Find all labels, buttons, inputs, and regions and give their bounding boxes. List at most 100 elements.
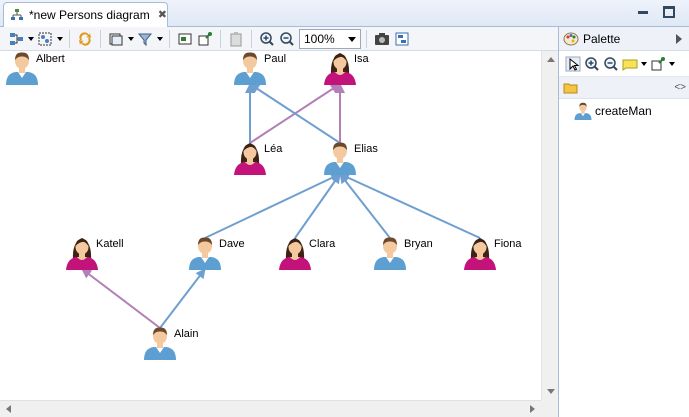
toolbar-separator [100,29,101,48]
arrange-dropdown-arrow[interactable] [26,29,35,49]
folder-icon [563,83,578,93]
refresh-icon[interactable] [75,29,95,49]
select-all-icon[interactable] [35,29,55,49]
person-node-bryan[interactable]: Bryan [370,236,433,276]
toolbar-separator [366,29,367,48]
diagram-editor: 100% Albert [0,27,558,417]
person-node-isa[interactable]: Isa [320,51,369,91]
person-name: Albert [36,53,65,65]
camera-icon[interactable] [372,29,392,49]
tab-title: *new Persons diagram [29,8,150,22]
vertical-scrollbar[interactable] [541,51,558,400]
zoom-level-value: 100% [304,31,335,46]
scroll-right-icon[interactable] [530,405,535,413]
woman-icon [464,238,496,270]
person-name: Katell [96,238,124,250]
tab-persons-diagram[interactable]: *new Persons diagram ✖ [3,2,168,27]
person-name: Clara [309,238,336,250]
person-node-lea[interactable]: Léa [230,141,282,181]
diagram-toolbar: 100% [0,27,558,51]
pin-dropdown-arrow[interactable] [667,54,676,74]
pin-drawer-icon[interactable]: <> [674,82,686,93]
palette-entry-label: createMan [595,104,652,118]
select-tool-icon[interactable] [563,54,582,74]
relation-edges [81,83,481,329]
diagram-export-icon[interactable] [392,29,412,49]
note-dropdown-arrow[interactable] [639,54,648,74]
person-node-albert[interactable]: Albert [2,51,65,91]
toolbar-separator [251,29,252,48]
person-node-paul[interactable]: Paul [230,51,286,91]
paste-format-icon[interactable] [226,29,246,49]
edge-father-bryan-to-elias[interactable] [339,173,391,239]
diagram-icon [11,9,23,20]
toolbar-separator [220,29,221,48]
person-name: Dave [219,238,245,250]
filter-icon[interactable] [135,29,155,49]
person-node-fiona[interactable]: Fiona [460,236,522,276]
pin-tool-icon[interactable] [648,54,667,74]
man-icon [324,142,356,175]
palette-entry-create-man[interactable]: createMan [573,101,652,121]
scrollbar-corner [541,400,558,417]
man-icon [374,237,406,270]
man-icon [234,52,266,85]
horizontal-scrollbar[interactable] [0,400,541,417]
edge-father-fiona-to-elias[interactable] [339,173,481,239]
arrange-all-icon[interactable] [6,29,26,49]
minimize-icon[interactable] [637,6,649,18]
layers-icon[interactable] [106,29,126,49]
pin-element-icon[interactable] [195,29,215,49]
edge-father-alain-to-dave[interactable] [159,268,206,329]
select-dropdown-arrow[interactable] [55,29,64,49]
palette-tools [559,51,689,77]
person-name: Isa [354,53,369,65]
zoom-out-icon[interactable] [277,29,297,49]
show-element-icon[interactable] [175,29,195,49]
person-node-elias[interactable]: Elias [320,141,378,181]
person-node-clara[interactable]: Clara [275,236,335,276]
palette-panel: Palette <> c [558,27,689,417]
edge-father-dave-to-elias[interactable] [204,173,341,239]
edge-father-elias-to-paul[interactable] [249,83,341,144]
person-name: Fiona [494,238,522,250]
scroll-left-icon[interactable] [6,405,11,413]
person-node-katell[interactable]: Katell [62,236,124,276]
woman-icon [66,238,98,270]
person-name: Léa [264,143,283,155]
toolbar-separator [169,29,170,48]
woman-icon [234,143,266,175]
person-node-alain[interactable]: Alain [140,326,198,366]
zoom-in-icon[interactable] [257,29,277,49]
editor-tab-bar: *new Persons diagram ✖ [0,0,689,27]
close-icon[interactable]: ✖ [157,8,167,21]
filter-dropdown-arrow[interactable] [155,29,164,49]
diagram-canvas[interactable]: Albert Paul Isa Léa Elias K [0,51,541,400]
scroll-up-icon[interactable] [547,57,555,62]
palette-icon [563,32,579,45]
edge-father-clara-to-elias[interactable] [294,173,341,239]
edge-mother-alain-to-katell[interactable] [81,268,161,329]
layers-dropdown-arrow[interactable] [126,29,135,49]
scroll-down-icon[interactable] [547,389,555,394]
person-name: Bryan [404,238,433,250]
collapse-palette-icon[interactable] [676,34,682,44]
person-name: Elias [354,143,378,155]
palette-header: Palette [559,27,689,51]
person-node-dave[interactable]: Dave [185,236,245,276]
zoom-level-select[interactable]: 100% [299,28,361,49]
woman-icon [324,53,356,85]
man-icon [574,102,592,120]
maximize-icon[interactable] [663,6,675,18]
woman-icon [279,238,311,270]
zoom-in-tool-icon[interactable] [582,54,601,74]
palette-drawer-header[interactable]: <> [559,77,689,99]
person-name: Alain [174,328,199,340]
palette-title: Palette [583,31,621,46]
note-tool-icon[interactable] [620,54,639,74]
man-icon [189,237,221,270]
person-name: Paul [264,53,287,65]
zoom-out-tool-icon[interactable] [601,54,620,74]
toolbar-separator [69,29,70,48]
man-icon [144,327,176,360]
